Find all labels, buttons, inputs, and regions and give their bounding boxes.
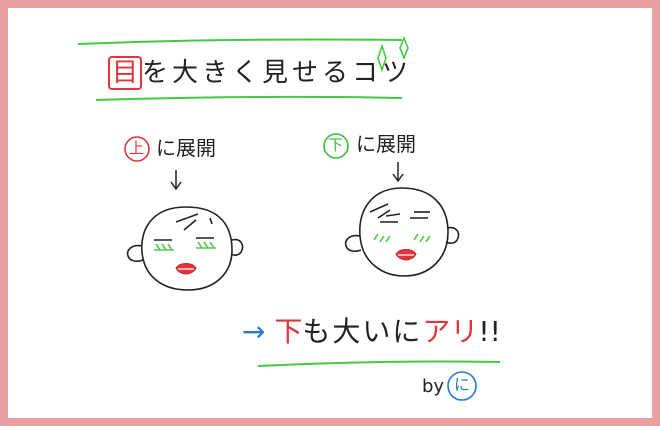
- right-arrow-icon: →: [242, 315, 266, 348]
- conclusion-underline: [257, 360, 501, 367]
- conclusion-line: → 下も大いにアリ!!: [242, 318, 501, 346]
- right-face-lips: [395, 249, 417, 261]
- left-badge: 上: [129, 139, 145, 157]
- page-title: 目を大きく見せるコツ: [108, 56, 413, 90]
- signature-circle: [447, 371, 477, 401]
- title-top-line: [77, 38, 403, 45]
- right-face-eyes: [373, 233, 431, 243]
- conclusion-highlight-2: アリ: [422, 315, 479, 348]
- sparkle-icon: [377, 43, 387, 73]
- left-face-lips: [175, 263, 197, 275]
- conclusion-ending: !!: [478, 315, 501, 348]
- left-face: [126, 206, 244, 291]
- title-highlight: 目: [108, 56, 143, 90]
- signature-by: by: [422, 376, 445, 397]
- right-badge-circle: [323, 133, 349, 159]
- conclusion-highlight-1: 下: [274, 315, 303, 348]
- right-badge: 下: [328, 136, 344, 154]
- right-face: [344, 187, 460, 277]
- signature-name: に: [454, 375, 471, 394]
- conclusion-middle: も大いに: [302, 315, 423, 348]
- left-caption: に展開: [156, 136, 216, 160]
- sparkle-icon: [399, 35, 409, 61]
- left-badge-circle: [124, 136, 150, 162]
- drawing-canvas: [8, 8, 652, 418]
- down-arrow-icon: [170, 170, 182, 191]
- title-bottom-line: [95, 95, 403, 101]
- down-arrow-icon: [392, 162, 404, 183]
- title-text: を大きく見せるコツ: [142, 58, 413, 88]
- right-caption: に展開: [356, 132, 416, 156]
- left-face-eyes: [154, 241, 216, 251]
